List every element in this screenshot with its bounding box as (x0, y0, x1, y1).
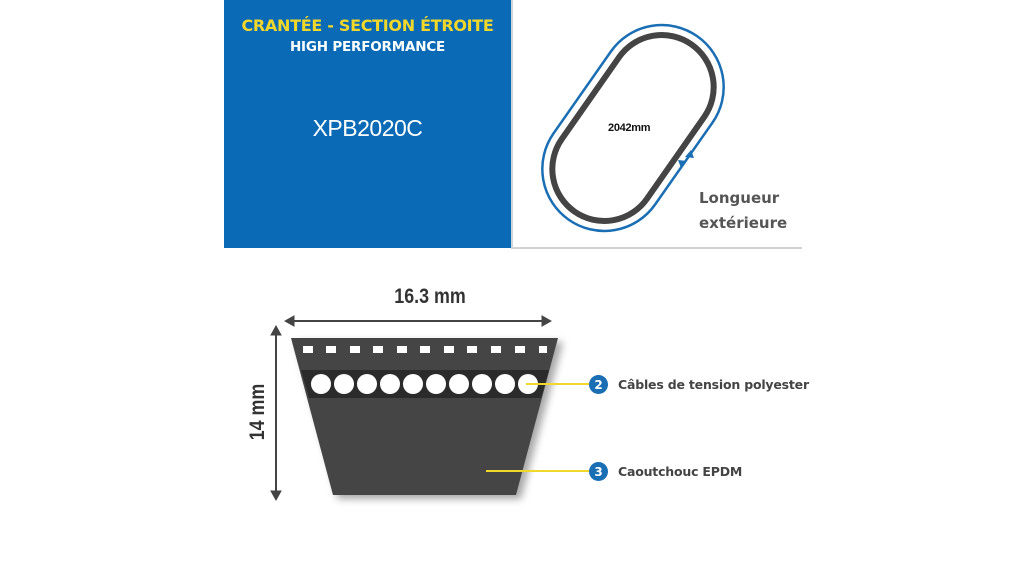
length-label-line2: extérieure (699, 214, 788, 232)
callout-badge: 3 (589, 462, 608, 481)
callout-badge: 2 (589, 375, 608, 394)
belt-loop-icon (541, 23, 725, 233)
callout-label: Câbles de tension polyester (618, 377, 809, 392)
length-label-line1: Longueur (699, 189, 780, 207)
category-title: CRANTÉE - SECTION ÉTROITE (241, 16, 494, 35)
subtitle: HIGH PERFORMANCE (289, 39, 446, 55)
cog-notches (303, 346, 547, 353)
callout-tension-cords: 2 Câbles de tension polyester (589, 375, 809, 394)
product-code: XPB2020C (312, 115, 423, 141)
direction-arrow-icon (678, 150, 694, 168)
callout-rubber: 3 Caoutchouc EPDM (589, 462, 742, 481)
length-value: 2042mm (608, 122, 651, 134)
width-arrow-icon (283, 315, 553, 327)
width-dimension-label: 16.3 mm (394, 285, 466, 308)
length-panel: 2042mm Longueur extérieure (511, 0, 802, 249)
height-arrow-icon (270, 324, 282, 502)
length-label: Longueur extérieure (699, 186, 787, 236)
callout-label: Caoutchouc EPDM (618, 464, 743, 479)
title-panel: CRANTÉE - SECTION ÉTROITE HIGH PERFORMAN… (224, 0, 511, 248)
height-dimension-label: 14 mm (246, 383, 269, 441)
